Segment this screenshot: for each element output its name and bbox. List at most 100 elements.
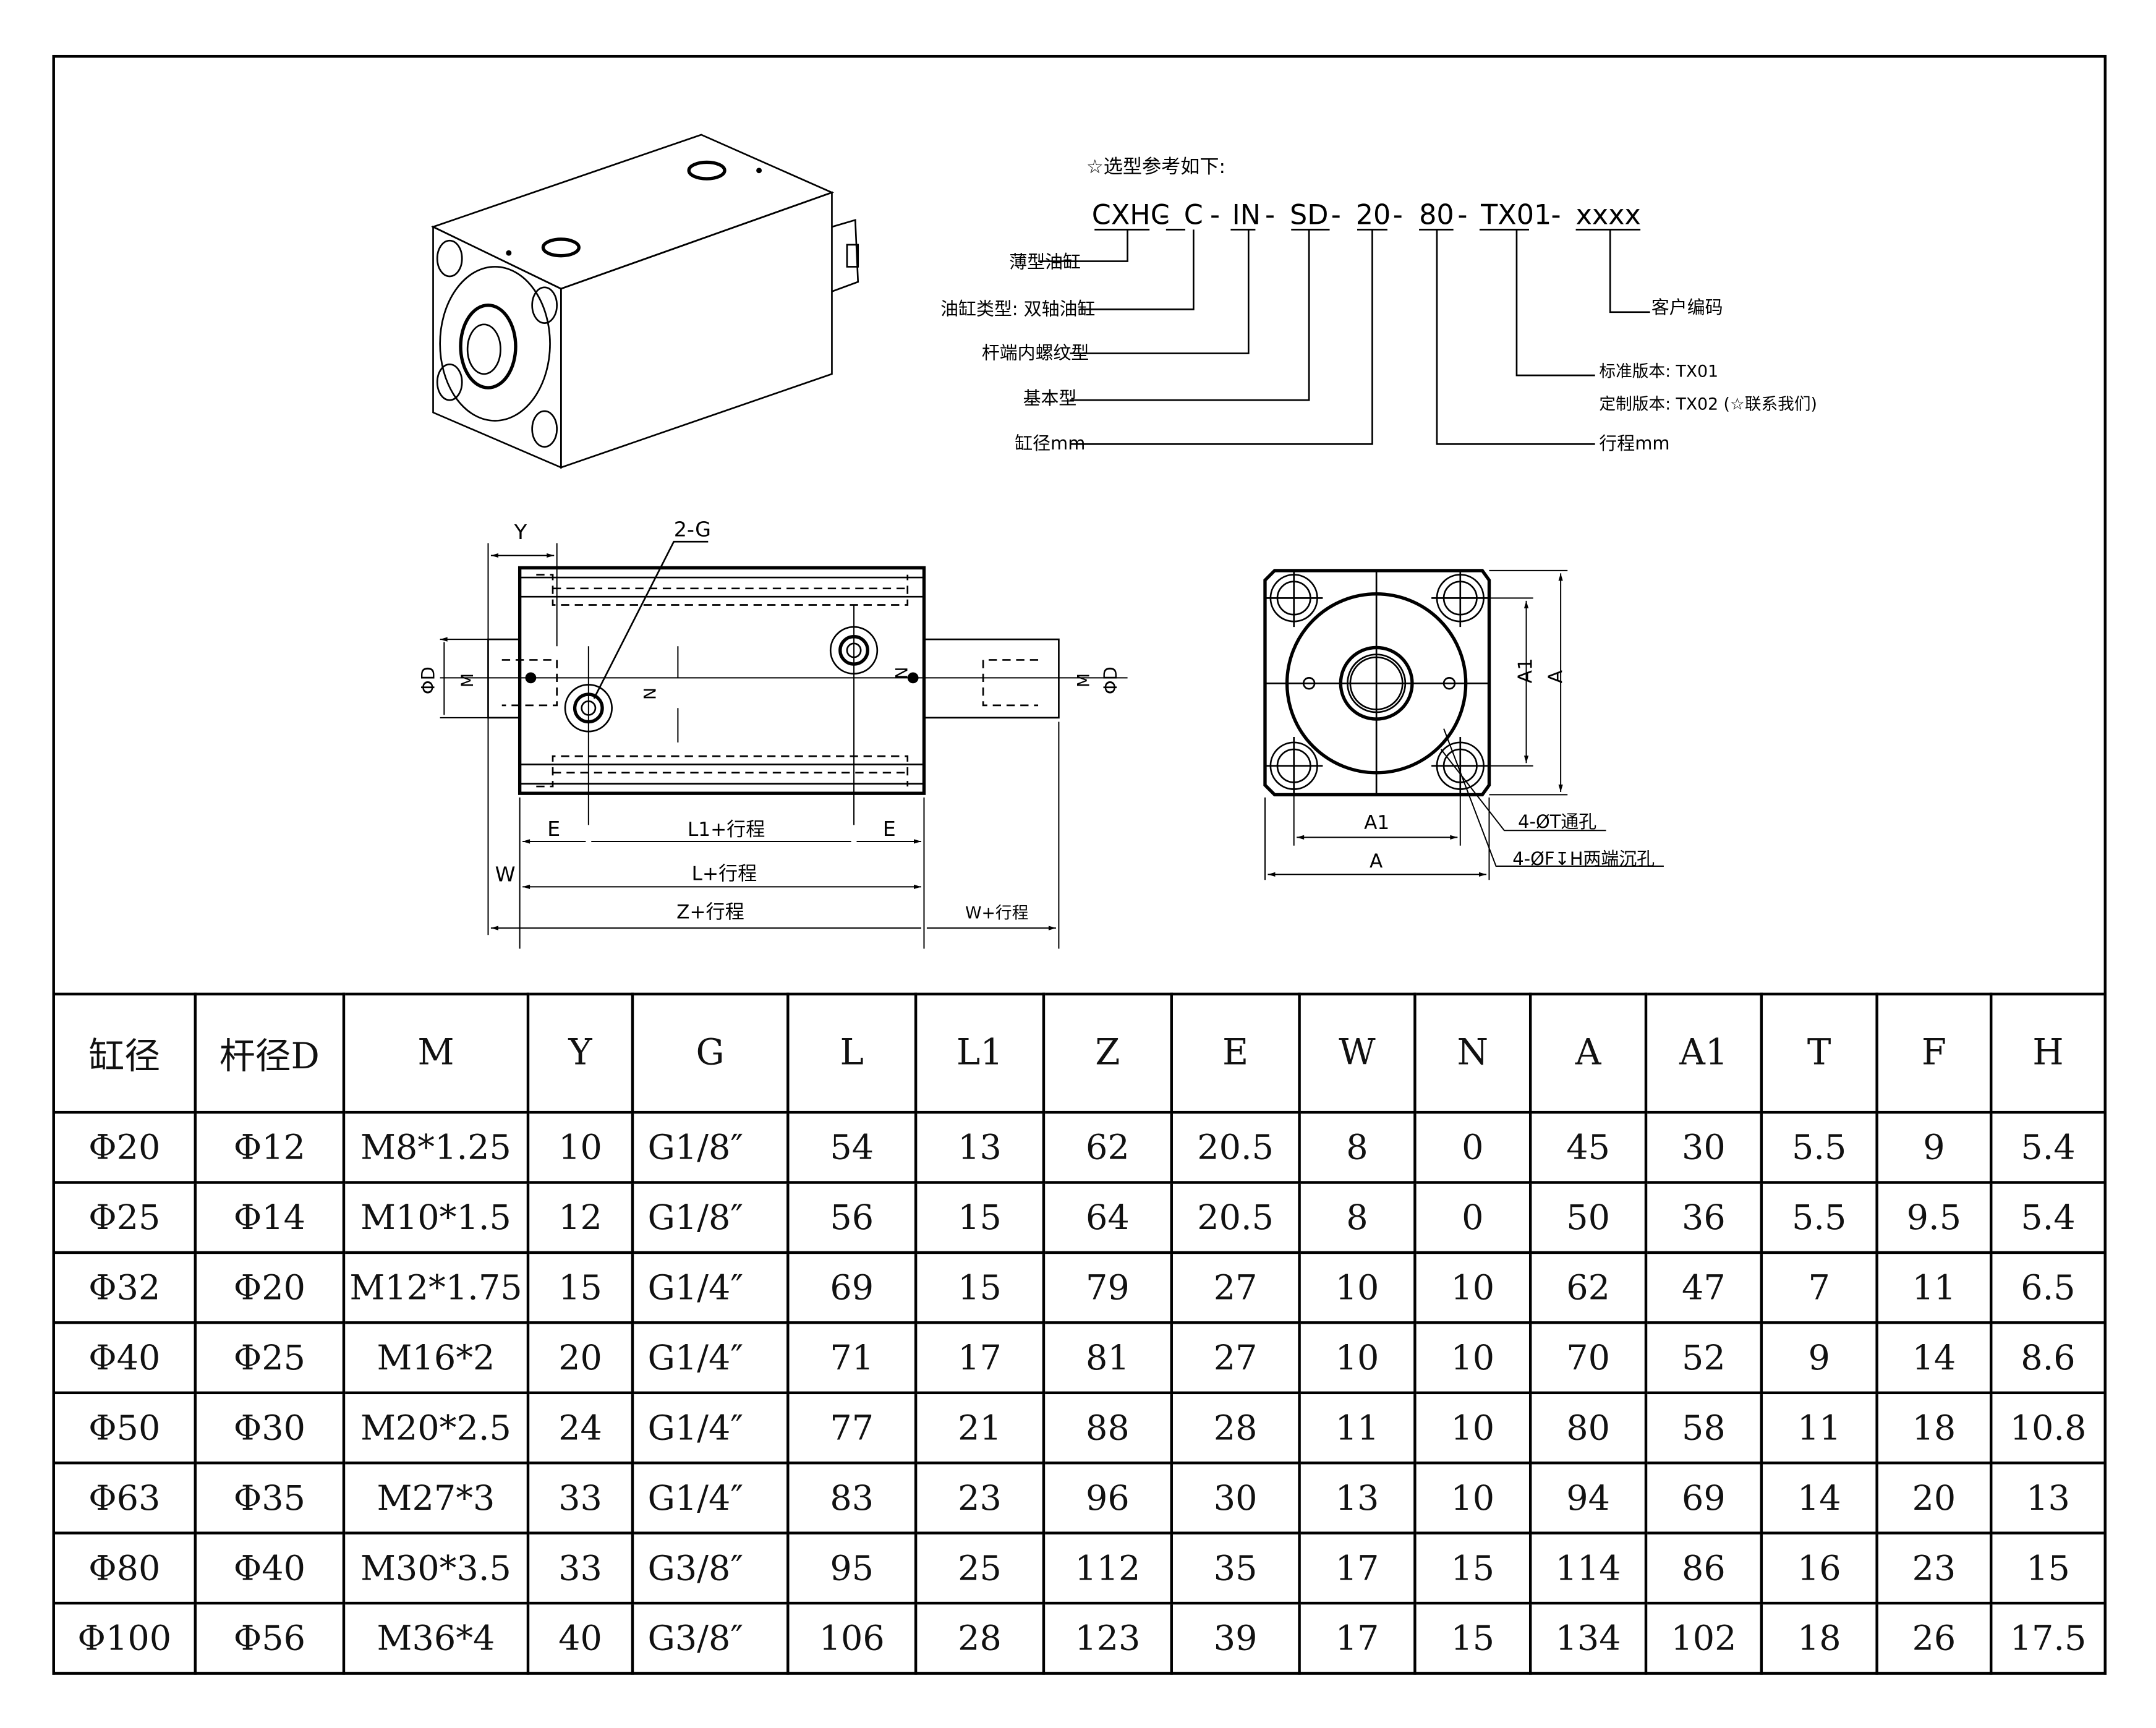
table-cell: Φ32 [52,1251,197,1324]
table-cell: 71 [786,1321,918,1395]
table-cell: M36*4 [342,1601,530,1675]
table-cell: 14 [1760,1462,1878,1534]
table-cell: 62 [1528,1251,1648,1324]
table-cell: M30*3.5 [342,1531,530,1605]
dim-label-phi-d-left: ΦD [418,666,439,694]
table-cell: 64 [1042,1181,1173,1254]
table-cell: 81 [1042,1321,1173,1395]
column-header: E [1170,992,1301,1114]
table-cell: Φ20 [52,1110,197,1184]
label-basic: 基本型 [1023,388,1077,409]
table-cell: Φ100 [52,1601,197,1675]
table-cell: M10*1.5 [342,1181,530,1254]
table-cell: Φ25 [52,1181,197,1254]
table-cell: 102 [1644,1601,1763,1675]
code-bore: 20 [1356,199,1391,231]
column-header: N [1413,992,1532,1114]
dim-label-2-g: 2-G [674,517,711,541]
dim-label-m-right: M [1074,673,1093,687]
table-cell: 13 [914,1110,1046,1184]
table-cell: Φ14 [194,1181,346,1254]
column-header: Z [1042,992,1173,1114]
table-cell: 39 [1170,1601,1301,1675]
table-cell: Φ63 [52,1462,197,1534]
table-cell: 33 [526,1531,634,1605]
end-view: A1 A A1 A 4-ØT通孔 4-ØF↧H两端沉孔 [1263,569,1664,880]
table-cell: G1/8″ [631,1110,790,1184]
dim-label-phi-d-right: ΦD [1100,666,1121,694]
code-customer: xxxx [1576,199,1641,231]
dim-label-e-right: E [883,817,896,841]
table-cell: 28 [914,1601,1046,1675]
model-code-guide: ☆选型参考如下: CXHC C IN SD 20 80 TX01 xxxx --… [940,156,1817,454]
table-cell: Φ50 [52,1391,197,1465]
table-cell: 20 [1875,1462,1993,1534]
table-cell: 8.6 [1989,1321,2107,1395]
table-cell: 96 [1042,1462,1173,1534]
table-cell: 30 [1644,1110,1763,1184]
table-cell: 11 [1760,1391,1878,1465]
table-cell: 106 [786,1601,918,1675]
table-cell: 112 [1042,1531,1173,1605]
table-cell: 8 [1298,1110,1417,1184]
table-cell: 7 [1760,1251,1878,1324]
column-header: H [1989,992,2107,1114]
table-cell: 9 [1760,1321,1878,1395]
table-cell: Φ20 [194,1251,346,1324]
table-cell: 35 [1170,1531,1301,1605]
counterbore-label: 4-ØF↧H两端沉孔 [1512,848,1655,869]
through-hole-label: 4-ØT通孔 [1518,811,1596,832]
table-cell: 77 [786,1391,918,1465]
table-cell: M12*1.75 [342,1251,530,1324]
code-stroke: 80 [1419,199,1454,231]
end-dim-label-a-vertical: A [1545,670,1567,683]
table-cell: 79 [1042,1251,1173,1324]
table-cell: 62 [1042,1110,1173,1184]
table-cell: 45 [1528,1110,1648,1184]
table-cell: 95 [786,1531,918,1605]
table-cell: Φ30 [194,1391,346,1465]
table-cell: G1/4″ [631,1391,790,1465]
table-cell: 11 [1298,1391,1417,1465]
table-cell: 10 [1413,1321,1532,1395]
end-dim-label-a-horizontal: A [1370,850,1383,872]
table-cell: 114 [1528,1531,1648,1605]
table-cell: 15 [914,1251,1046,1324]
table-cell: 8 [1298,1181,1417,1254]
dim-label-n-left: N [639,687,658,700]
code-series: CXHC [1092,199,1170,231]
table-cell: 10 [526,1110,634,1184]
table-cell: 56 [786,1181,918,1254]
table-cell: 10 [1298,1251,1417,1324]
table-cell: 9.5 [1875,1181,1993,1254]
column-header: A1 [1644,992,1763,1114]
table-cell: 5.5 [1760,1110,1878,1184]
dim-label-w: W [495,862,516,887]
table-cell: 36 [1644,1181,1763,1254]
code-version: TX01 [1480,199,1551,231]
table-cell: 26 [1875,1601,1993,1675]
table-cell: G1/4″ [631,1462,790,1534]
label-stroke: 行程mm [1599,433,1669,454]
table-cell: G1/8″ [631,1181,790,1254]
table-cell: 10 [1298,1321,1417,1395]
table-cell: 9 [1875,1110,1993,1184]
table-cell: Φ40 [194,1531,346,1605]
table-cell: 10.8 [1989,1391,2107,1465]
table-cell: 123 [1042,1601,1173,1675]
technical-drawing: ☆选型参考如下: CXHC C IN SD 20 80 TX01 xxxx --… [418,134,1817,949]
dim-label-y: Y [514,520,527,544]
table-cell: 28 [1170,1391,1301,1465]
table-cell: Φ80 [52,1531,197,1605]
table-cell: 69 [1644,1462,1763,1534]
table-cell: 15 [1413,1601,1532,1675]
table-cell: G1/4″ [631,1321,790,1395]
svg-text:-: - [1551,199,1561,231]
table-cell: 10 [1413,1462,1532,1534]
svg-text:-: - [1159,199,1169,231]
